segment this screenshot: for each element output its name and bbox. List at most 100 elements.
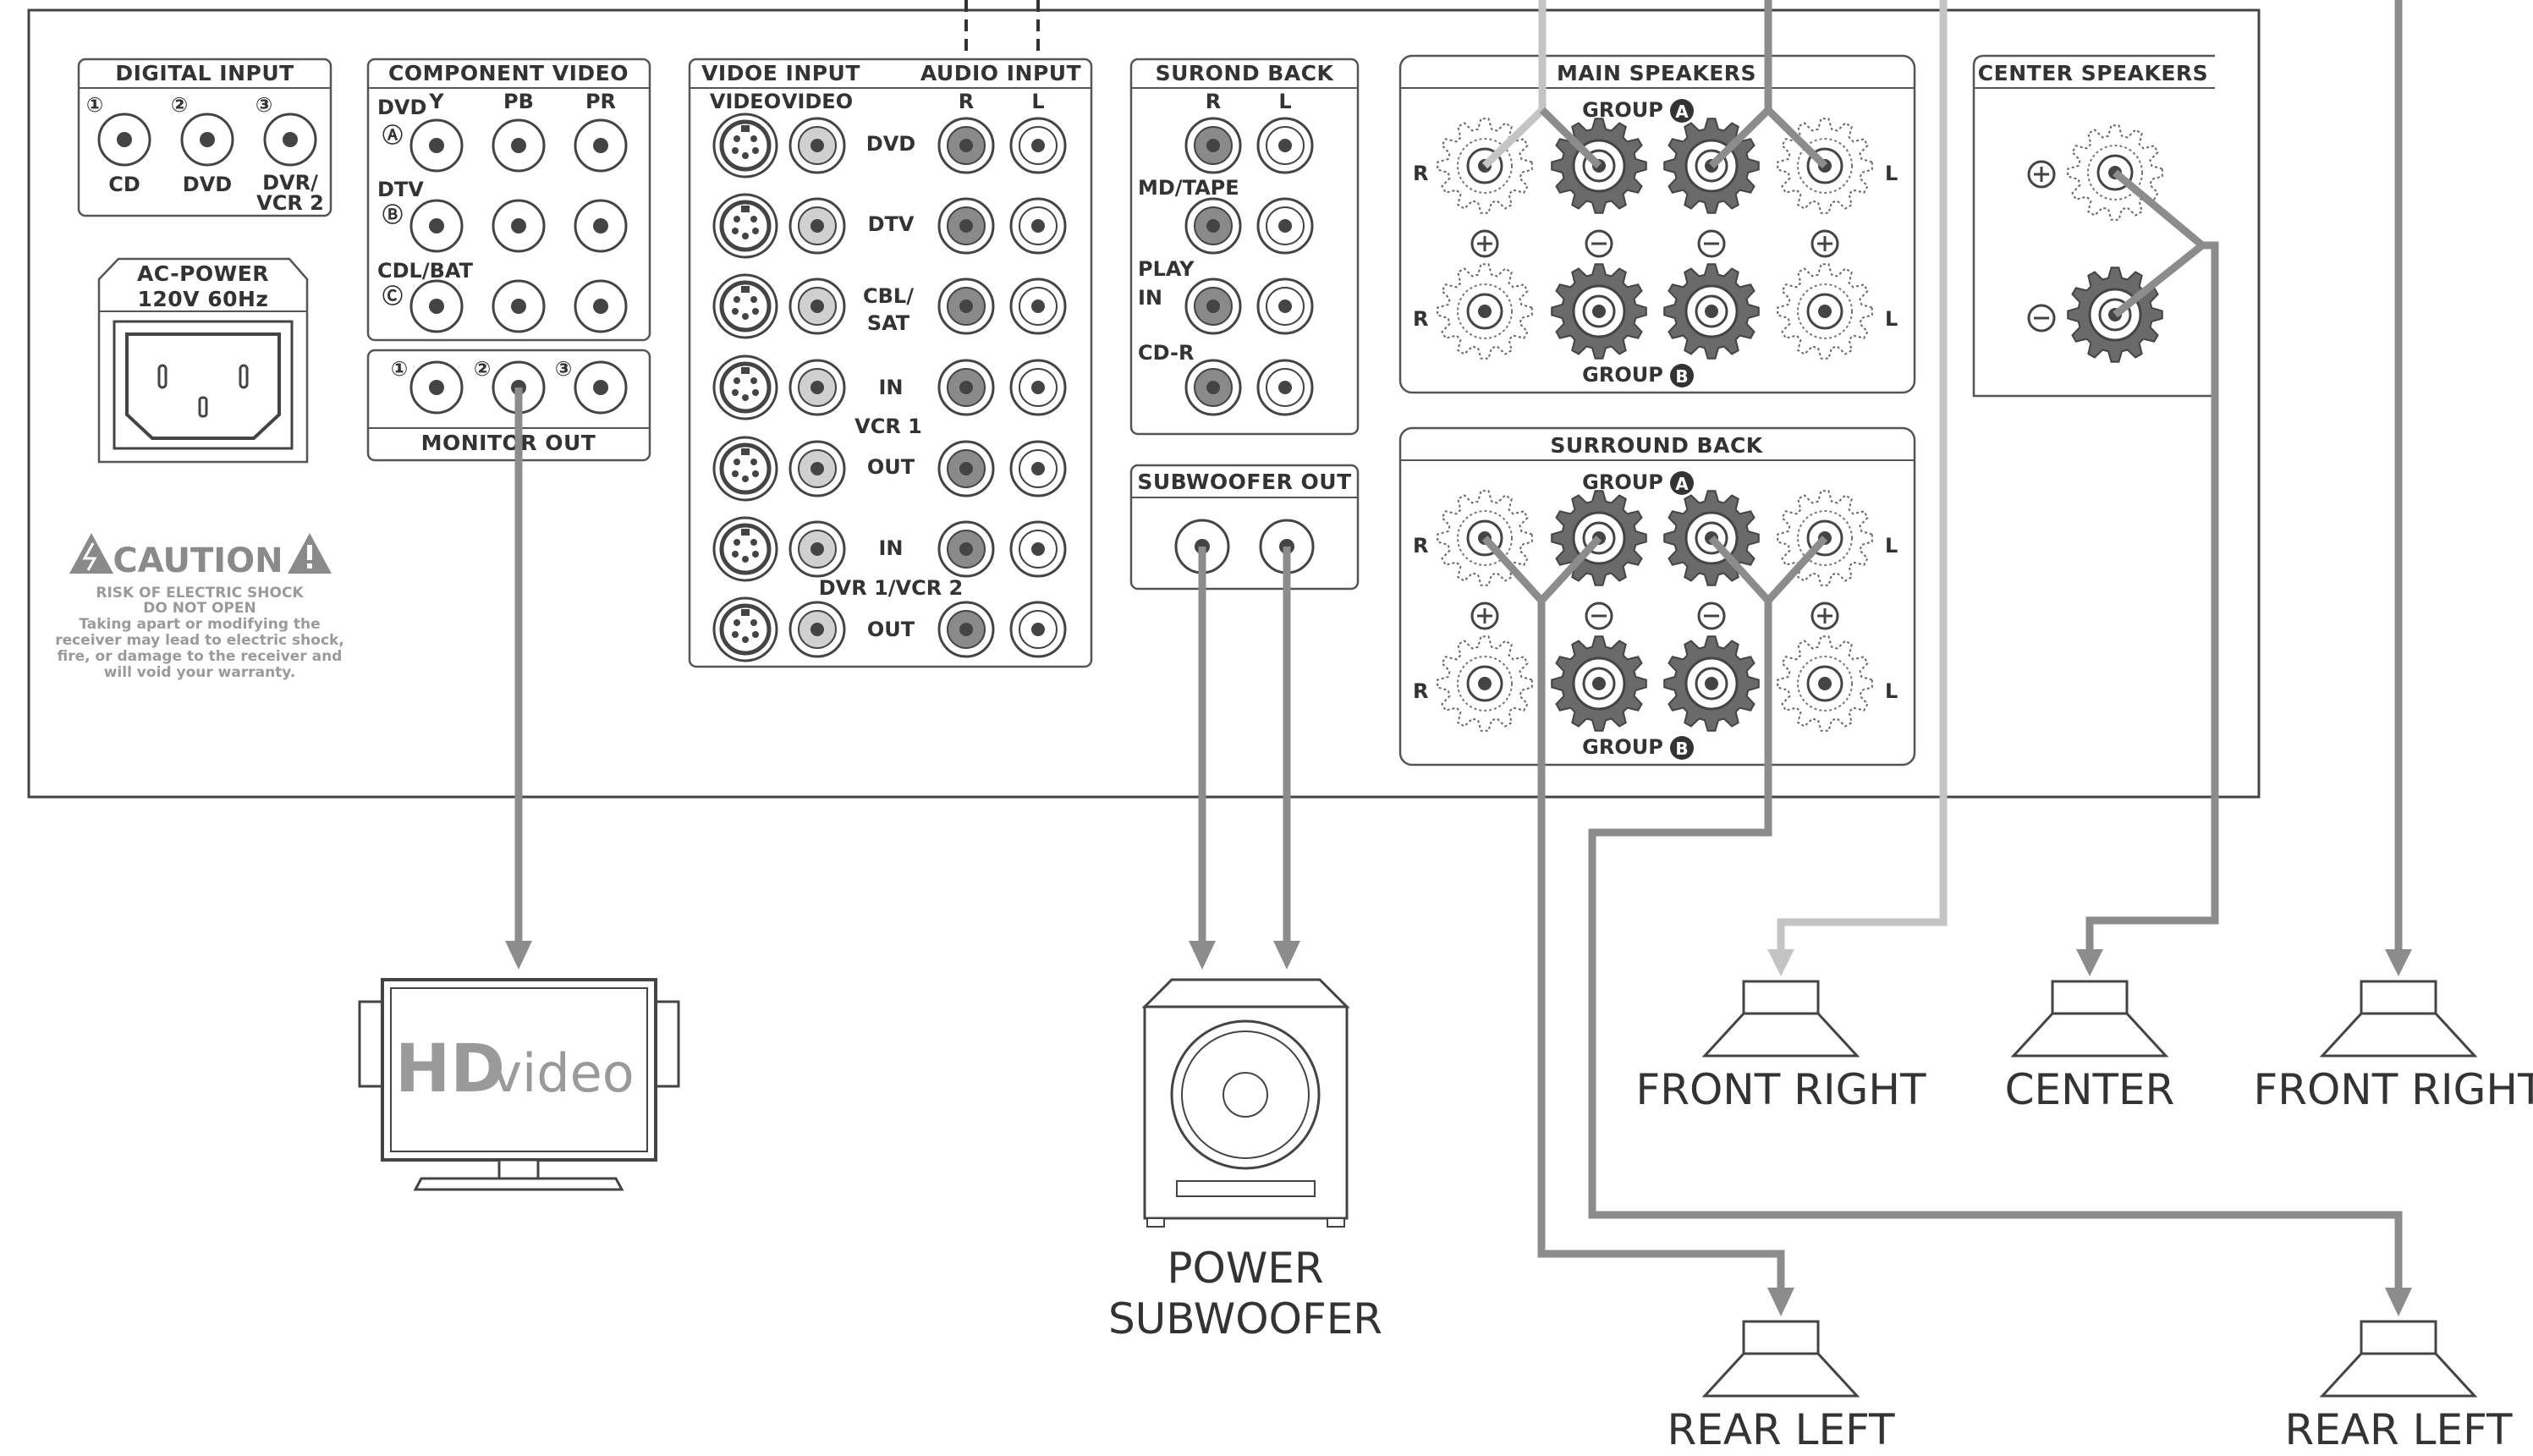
ac-power-section: AC-POWER 120V 60Hz xyxy=(97,257,309,464)
digital-input-num-3: ③ xyxy=(255,93,272,117)
video-jack[interactable] xyxy=(788,520,846,578)
speaker[interactable]: REAR LEFT xyxy=(2284,1320,2513,1454)
caution-line-2: DO NOT OPEN xyxy=(143,600,255,617)
svideo-jack[interactable] xyxy=(712,113,778,179)
av-row-vcr1-out: OUT xyxy=(867,455,915,479)
speakers: FRONT RIGHT CENTER FRONT RIGHT REAR LEFT REA… xyxy=(1635,980,2533,1454)
main-speaker-terminals xyxy=(1437,118,1873,360)
digital-input-num-1: ① xyxy=(86,93,103,117)
svideo-jack[interactable] xyxy=(712,436,778,502)
digital-input-section: DIGITAL INPUT ① ② ③ CD DVD DVR/ VCR 2 xyxy=(77,58,332,217)
main-dark-cable-1 xyxy=(1539,107,1602,169)
sb-group-a-mark: A xyxy=(1675,474,1689,494)
surround-back-r-jack[interactable] xyxy=(1184,359,1242,416)
hd-tv[interactable]: HD video xyxy=(358,978,680,1191)
sb-l-bottom: L xyxy=(1885,679,1898,703)
audio-l-jack[interactable] xyxy=(1009,359,1067,416)
speaker-label: FRONT RIGHT xyxy=(2253,1065,2533,1114)
video-jack[interactable] xyxy=(788,601,846,658)
subwoofer-cone-icon xyxy=(1170,1019,1321,1170)
audio-l-jack[interactable] xyxy=(1009,440,1067,497)
digital-input-label-dvr: DVR/ xyxy=(262,171,318,195)
sb-group-b-mark: B xyxy=(1675,739,1688,759)
digital-input-label-vcr2: VCR 2 xyxy=(256,191,324,215)
main-r-bottom: R xyxy=(1413,307,1428,331)
main-speaker-terminal[interactable] xyxy=(1437,263,1533,360)
audio-r-jack[interactable] xyxy=(937,117,995,174)
av-row-sat: SAT xyxy=(867,311,910,335)
surround-back-r-jack[interactable] xyxy=(1184,117,1242,174)
av-input-jack-rows xyxy=(712,113,1067,662)
svideo-jack[interactable] xyxy=(712,273,778,339)
audio-r-jack[interactable] xyxy=(937,520,995,578)
video-jack[interactable] xyxy=(788,277,846,335)
svideo-jack[interactable] xyxy=(712,354,778,420)
surround-back-l-jack[interactable] xyxy=(1256,117,1314,174)
speaker[interactable]: FRONT RIGHT xyxy=(2253,980,2533,1114)
digital-input-label-dvd: DVD xyxy=(183,173,232,196)
av-row-dvr-out: OUT xyxy=(867,618,915,641)
power-subwoofer[interactable]: POWER SUBWOOFER xyxy=(1108,978,1382,1343)
surround-back-terminal[interactable] xyxy=(1437,635,1533,732)
speaker[interactable]: CENTER xyxy=(2005,980,2175,1114)
surround-back-terminal[interactable] xyxy=(1551,635,1647,732)
component-mark-b: Ⓑ xyxy=(382,203,403,227)
speaker[interactable]: FRONT RIGHT xyxy=(1635,980,1926,1114)
surround-back-row-mdtape: MD/TAPE xyxy=(1138,176,1239,200)
digital-input-title: DIGITAL INPUT xyxy=(115,61,294,85)
video-jack[interactable] xyxy=(788,117,846,174)
audio-l-jack[interactable] xyxy=(1009,520,1067,578)
sb-r-bottom: R xyxy=(1413,679,1428,703)
rear-right-cable-1 xyxy=(1708,535,1772,604)
ac-power-voltage: 120V 60Hz xyxy=(137,287,268,311)
audio-r-jack[interactable] xyxy=(937,277,995,335)
caution-line-5: fire, or damage to the receiver and xyxy=(58,648,343,665)
surround-back-r-jack[interactable] xyxy=(1184,197,1242,255)
main-speaker-terminal[interactable] xyxy=(1663,263,1760,360)
subwoofer-label-2: SUBWOOFER xyxy=(1108,1294,1382,1343)
component-jacks xyxy=(409,118,628,333)
audio-r-jack[interactable] xyxy=(937,440,995,497)
audio-l-jack[interactable] xyxy=(1009,277,1067,335)
av-row-dtv: DTV xyxy=(868,212,915,236)
main-speakers-section: MAIN SPEAKERS GROUP A GROUP B R L R L xyxy=(1398,54,1916,394)
audio-r-jack[interactable] xyxy=(937,601,995,658)
audio-l-jack[interactable] xyxy=(1009,197,1067,255)
ac-power-socket[interactable] xyxy=(125,332,281,440)
main-speaker-terminal[interactable] xyxy=(1777,263,1873,360)
sb-group-a-label: GROUP xyxy=(1582,470,1663,494)
component-col-pr: PR xyxy=(585,90,616,113)
main-speaker-terminal[interactable] xyxy=(1551,263,1647,360)
surround-back-r-jack[interactable] xyxy=(1184,277,1242,335)
surround-back-terminal[interactable] xyxy=(1777,635,1873,732)
surround-back-l-jack[interactable] xyxy=(1256,277,1314,335)
audio-l-jack[interactable] xyxy=(1009,601,1067,658)
center-speaker-terminals xyxy=(2067,124,2163,363)
svideo-jack[interactable] xyxy=(712,193,778,259)
speaker[interactable]: REAR LEFT xyxy=(1667,1320,1895,1454)
svideo-jack[interactable] xyxy=(712,516,778,582)
audio-l-jack[interactable] xyxy=(1009,117,1067,174)
surround-back-l-jack[interactable] xyxy=(1256,197,1314,255)
surround-back-speakers-title: SURROUND BACK xyxy=(1550,433,1763,458)
rear-right-cable-2 xyxy=(1588,535,2403,1294)
surround-back-l-jack[interactable] xyxy=(1256,359,1314,416)
component-video-title: COMPONENT VIDEO xyxy=(388,61,629,85)
monitor-num-2: ② xyxy=(474,357,491,381)
video-jack[interactable] xyxy=(788,440,846,497)
sb-l-top: L xyxy=(1885,534,1898,558)
video-col-video: VIDEO xyxy=(782,90,853,113)
surround-back-row-cdr: CD-R xyxy=(1138,341,1194,365)
center-cable xyxy=(2085,169,2219,956)
audio-r-jack[interactable] xyxy=(937,359,995,416)
av-row-vcr1: VCR 1 xyxy=(854,415,922,438)
video-jack[interactable] xyxy=(788,197,846,255)
surround-back-terminal[interactable] xyxy=(1663,635,1760,732)
sb-r-top: R xyxy=(1413,534,1428,558)
svideo-jack[interactable] xyxy=(712,596,778,662)
video-jack[interactable] xyxy=(788,359,846,416)
audio-r-jack[interactable] xyxy=(937,197,995,255)
ac-power-label: AC-POWER xyxy=(137,261,269,286)
